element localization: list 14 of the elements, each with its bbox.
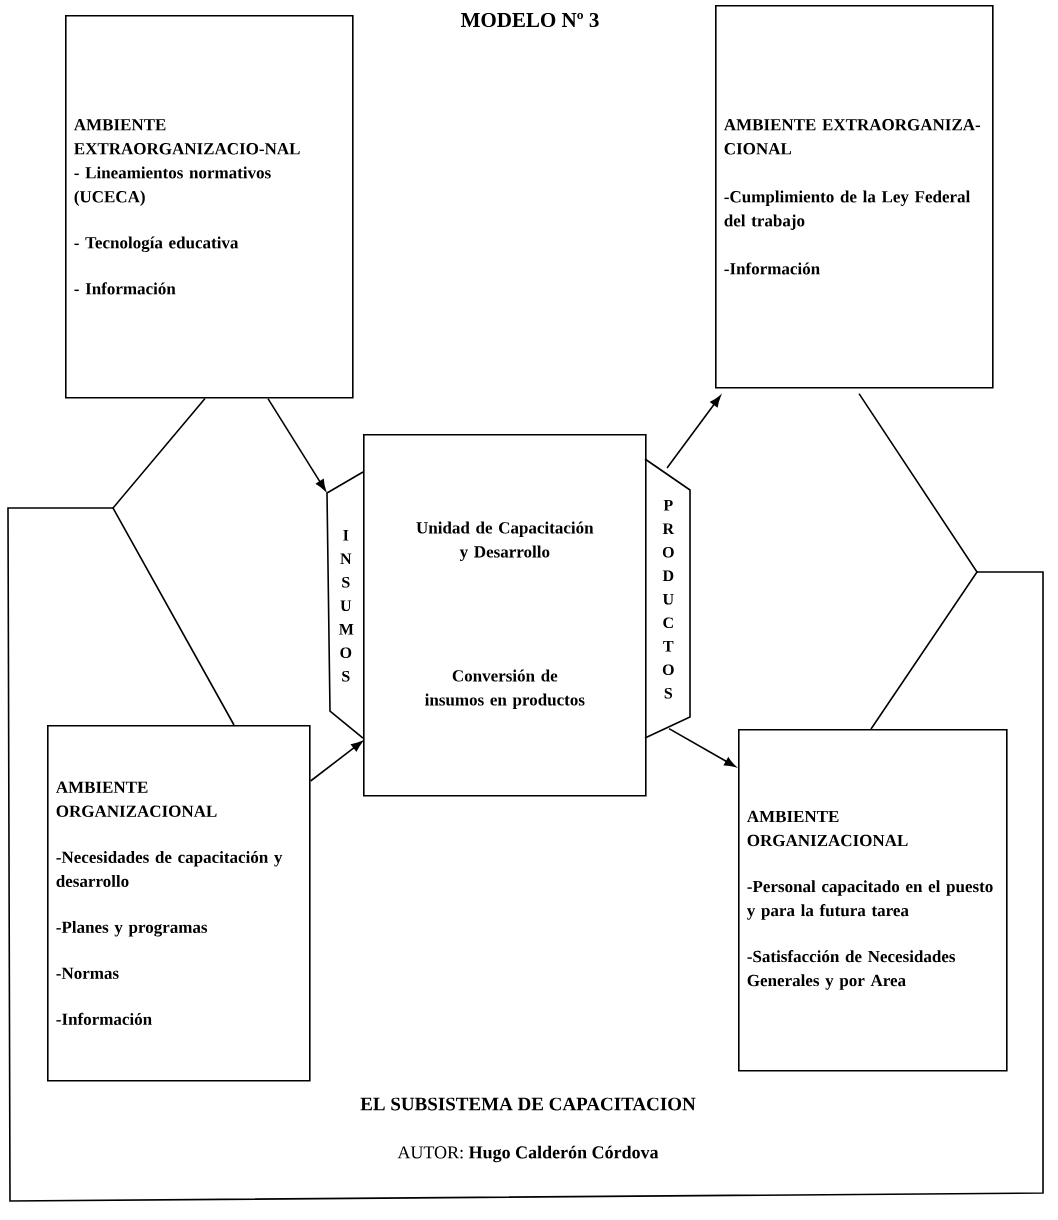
environment-box: AMBIENTE EXTRAORGANIZACIO-NAL - Lineamientos normativos (UCECA) - Tecnología educativa - Información — [65, 15, 354, 399]
arrow — [666, 395, 721, 469]
title: MODELO Nº 3 — [461, 12, 599, 28]
environment-box: AMBIENTE EXTRAORGANIZA-CIONAL -Cumplimiento de la Ley Federal del trabajo -Información — [715, 5, 994, 389]
process-box: Unidad de Capacitación y Desarrollo Conversión de insumos en productos — [363, 434, 647, 797]
caption: EL SUBSISTEMA DE CAPACITACION — [360, 1097, 696, 1111]
author-line: AUTOR: Hugo Calderón Córdova — [397, 1145, 659, 1163]
arrow — [267, 397, 326, 491]
environment-box: AMBIENTE ORGANIZACIONAL -Personal capacitado en el puesto y para la futura tarea -Satisfacción de Necesidades Generales y por Area — [738, 729, 1008, 1072]
arrow — [668, 727, 736, 768]
connector-line — [858, 392, 978, 730]
connector-line — [112, 397, 235, 726]
environment-box: AMBIENTE ORGANIZACIONAL -Necesidades de capacitación y desarrollo -Planes y programas -Normas -Información — [47, 725, 311, 1082]
arrow — [309, 740, 363, 782]
